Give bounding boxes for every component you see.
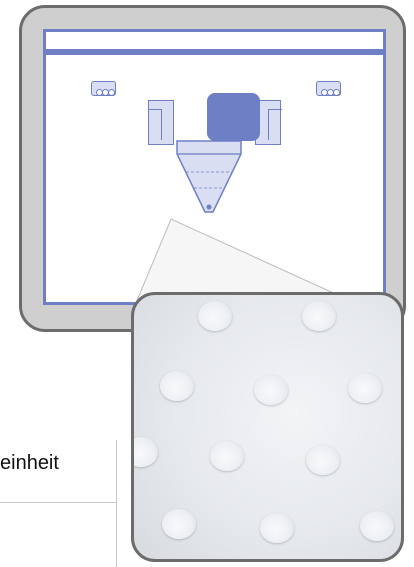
left-side-box-icon: [148, 100, 174, 145]
left-dots-panel-icon: [91, 81, 116, 96]
right-dots-panel-icon: [316, 81, 341, 96]
table-divider-horizontal: [0, 502, 116, 503]
label-einheit: einheit: [0, 452, 59, 475]
screen-top-bar: [46, 49, 383, 55]
hopper-funnel-icon: [176, 140, 242, 216]
table-divider-vertical: [116, 440, 117, 567]
center-block-icon: [207, 93, 260, 141]
zoom-detail-image: [131, 292, 404, 562]
